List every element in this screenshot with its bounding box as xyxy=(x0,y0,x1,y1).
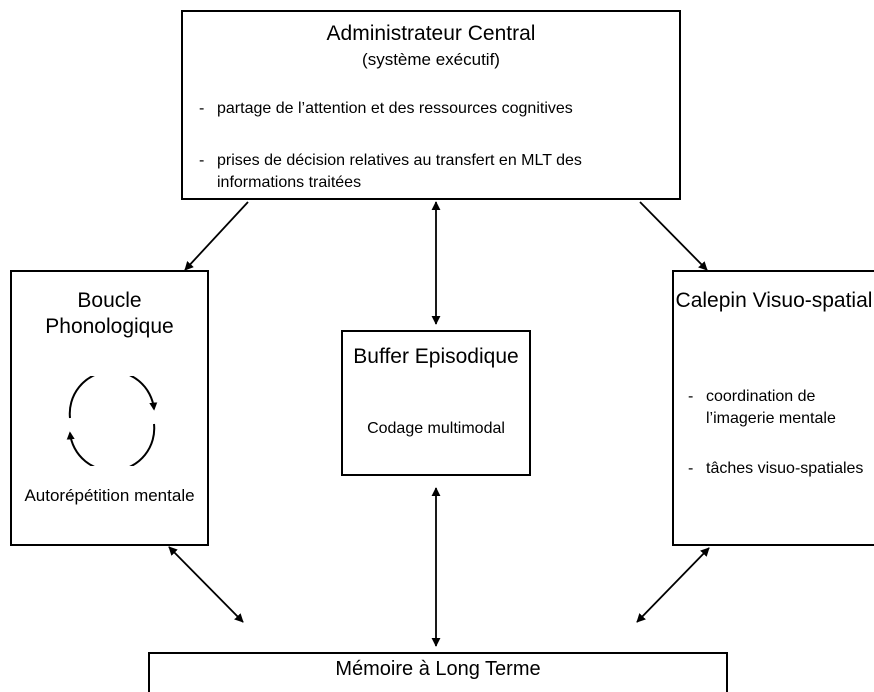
circular-arrows-icon xyxy=(66,376,158,466)
visuospatial-sketchpad-box: Calepin Visuo-spatial - coordination de … xyxy=(672,270,874,546)
phonological-loop-caption: Autorépétition mentale xyxy=(24,486,195,505)
arrow-admin-to-calepin xyxy=(639,201,708,271)
list-marker: - xyxy=(688,388,694,405)
arrow-calepin-memoire xyxy=(636,547,710,623)
episodic-buffer-title: Buffer Episodique xyxy=(353,345,519,368)
episodic-buffer-caption: Codage multimodal xyxy=(367,420,505,437)
central-executive-item-text: partage de l’attention et des ressources… xyxy=(217,100,573,117)
arrow-boucle-memoire xyxy=(168,546,244,623)
visuospatial-item-text: coordination de l’imagerie mentale xyxy=(706,388,836,427)
central-executive-item-text: prises de décision relatives au transfer… xyxy=(217,152,582,191)
list-marker: - xyxy=(688,460,694,477)
central-executive-subtitle: (système exécutif) xyxy=(362,50,500,69)
central-executive-item-attention: - partage de l’attention et des ressourc… xyxy=(199,98,669,120)
phonological-loop-title: Boucle Phonologique xyxy=(45,289,174,338)
visuospatial-item-tasks: - tâches visuo-spatiales xyxy=(688,458,874,480)
episodic-buffer-box: Buffer Episodique Codage multimodal xyxy=(341,330,531,476)
long-term-memory-box: Mémoire à Long Terme xyxy=(148,652,728,692)
diagram-connectors xyxy=(168,201,710,647)
visuospatial-sketchpad-title: Calepin Visuo-spatial xyxy=(675,289,873,312)
central-executive-box: Administrateur Central (système exécutif… xyxy=(181,10,681,200)
long-term-memory-title: Mémoire à Long Terme xyxy=(335,658,541,680)
visuospatial-item-imagery: - coordination de l’imagerie mentale xyxy=(688,386,874,430)
phonological-loop-box: Boucle Phonologique Autorépétition menta… xyxy=(10,270,209,546)
list-marker: - xyxy=(199,100,205,117)
central-executive-item-decision: - prises de décision relatives au transf… xyxy=(199,150,669,194)
visuospatial-item-text: tâches visuo-spatiales xyxy=(706,460,864,477)
central-executive-title: Administrateur Central xyxy=(326,22,536,45)
list-marker: - xyxy=(199,152,205,169)
arrow-admin-to-boucle xyxy=(184,201,249,271)
